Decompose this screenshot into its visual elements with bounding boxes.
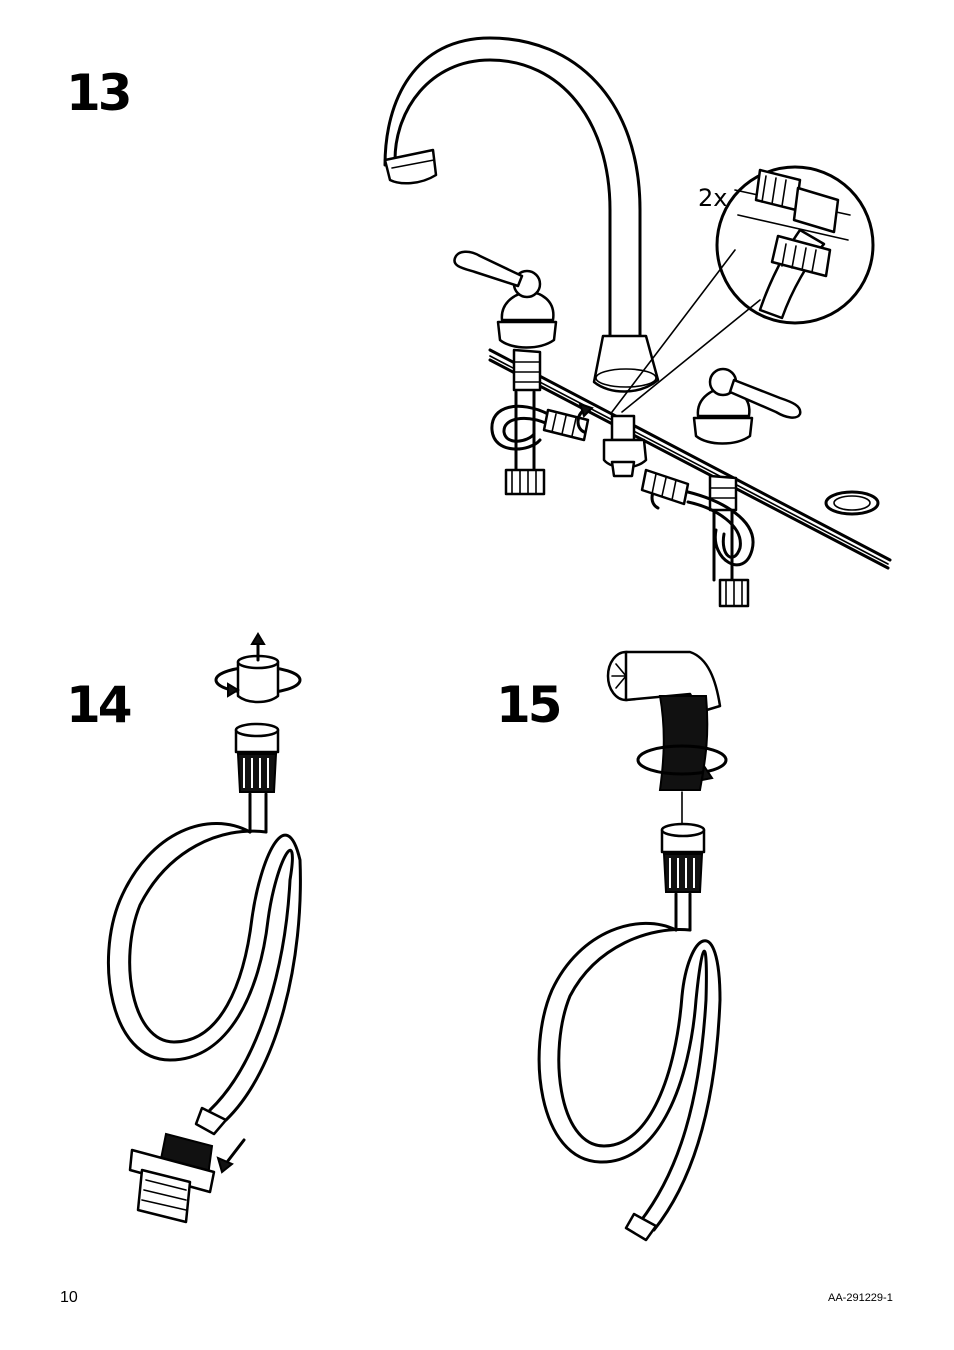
sprayer-illustration [539,652,726,1240]
cap-removal-icon [216,634,300,702]
wrench-detail-icon [717,167,873,323]
document-code: AA-291229-1 [828,1292,893,1304]
hose-illustration [108,724,300,1222]
quantity-label: 2x [698,184,727,212]
page-number: 10 [60,1289,78,1307]
